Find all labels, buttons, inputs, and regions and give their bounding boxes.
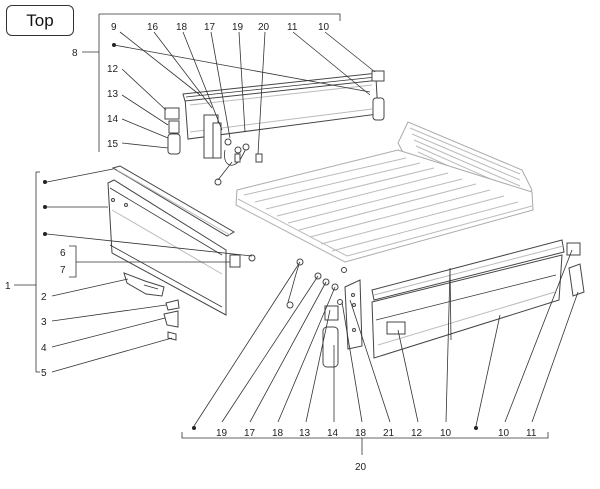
callout-labels: 8 9 16 18 17 19 20 11 10 12 13 14 15 1 6… bbox=[5, 22, 537, 473]
callout-8: 8 bbox=[72, 48, 78, 59]
callout-14: 14 bbox=[107, 114, 119, 125]
callout-19: 19 bbox=[232, 22, 244, 33]
callout-13-b: 13 bbox=[299, 428, 311, 439]
callout-17: 17 bbox=[204, 22, 216, 33]
callout-11: 11 bbox=[287, 22, 298, 33]
callout-4: 4 bbox=[41, 343, 47, 354]
callout-6: 6 bbox=[60, 248, 66, 259]
callout-7: 7 bbox=[60, 265, 66, 276]
callout-leaders bbox=[14, 13, 579, 455]
callout-10-b: 10 bbox=[440, 428, 452, 439]
callout-12-b: 12 bbox=[411, 428, 423, 439]
callout-3: 3 bbox=[41, 317, 47, 328]
callout-16: 16 bbox=[147, 22, 159, 33]
callout-10: 10 bbox=[318, 22, 330, 33]
callout-13: 13 bbox=[107, 89, 119, 100]
callout-15: 15 bbox=[107, 139, 119, 150]
callout-20-b: 20 bbox=[355, 462, 367, 473]
rear-tailgate-assembly bbox=[164, 70, 385, 186]
left-side-panel-assembly bbox=[107, 165, 256, 341]
callout-17-b: 17 bbox=[244, 428, 256, 439]
callout-11-b: 11 bbox=[526, 428, 537, 439]
callout-5: 5 bbox=[41, 368, 47, 379]
callout-14-b: 14 bbox=[327, 428, 339, 439]
callout-10-c: 10 bbox=[498, 428, 510, 439]
callout-9: 9 bbox=[111, 22, 117, 33]
callout-18-b: 18 bbox=[272, 428, 284, 439]
callout-18: 18 bbox=[176, 22, 188, 33]
callout-20: 20 bbox=[258, 22, 270, 33]
right-side-panel-assembly bbox=[286, 239, 585, 368]
callout-19-b: 19 bbox=[216, 428, 228, 439]
truck-bed bbox=[235, 121, 534, 263]
callout-2: 2 bbox=[41, 292, 47, 303]
callout-18-c: 18 bbox=[355, 428, 367, 439]
top-view-tab[interactable]: Top bbox=[6, 5, 74, 36]
callout-12: 12 bbox=[107, 64, 119, 75]
callout-1: 1 bbox=[5, 281, 11, 292]
callout-21: 21 bbox=[383, 428, 395, 439]
